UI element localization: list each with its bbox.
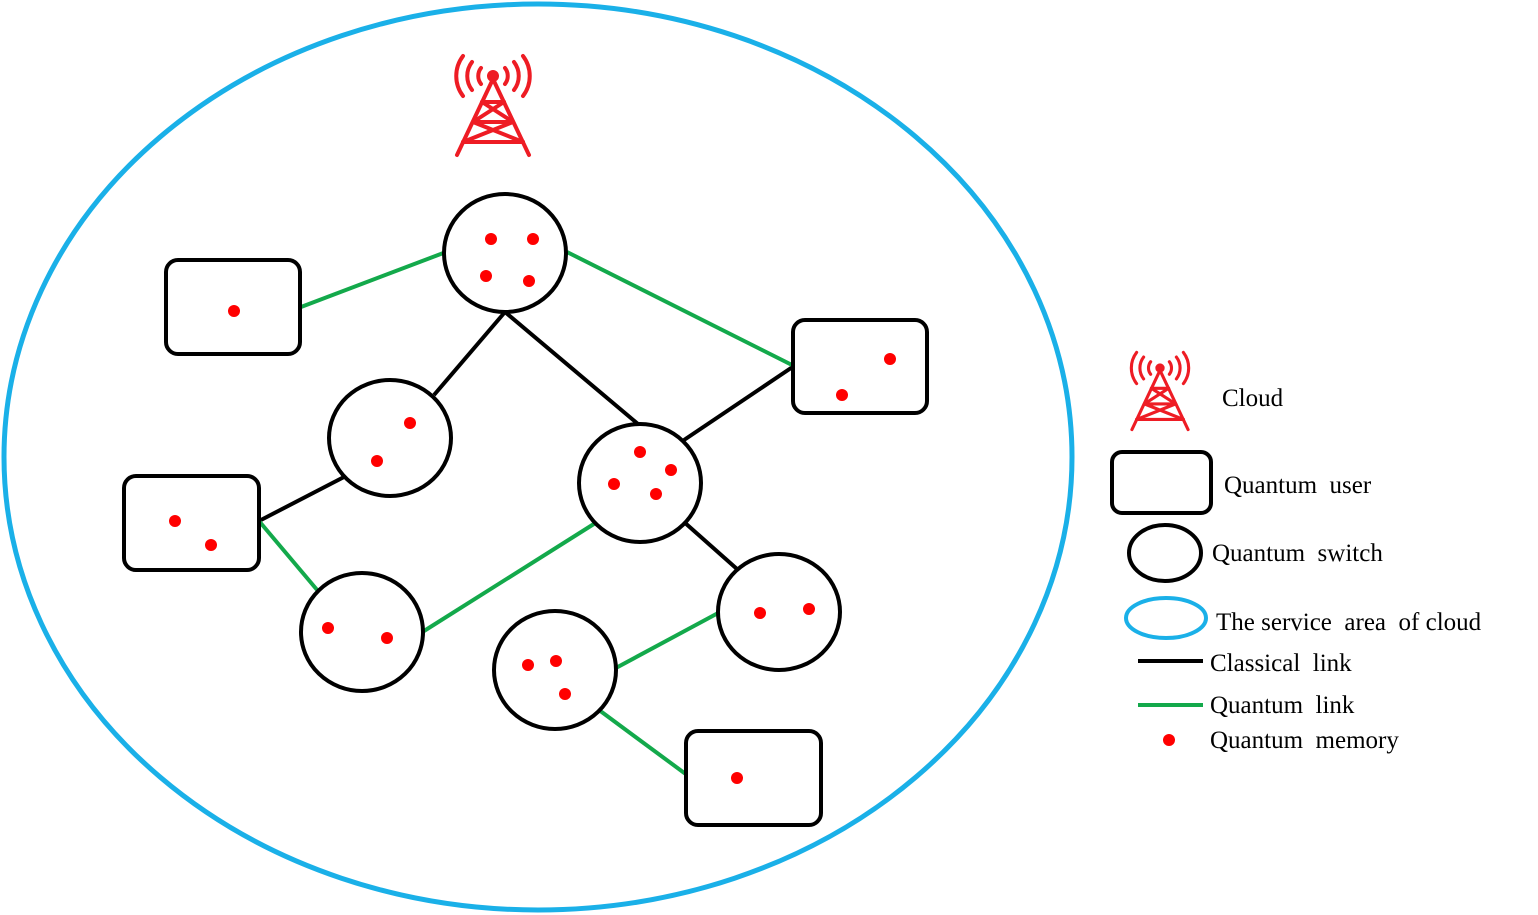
legend-quantum-memory-label: Quantum memory: [1210, 727, 1399, 754]
quantum-link: [613, 610, 721, 671]
classical-link: [258, 475, 345, 523]
quantum-memory-dot: [608, 478, 620, 490]
quantum-switch-node: [327, 378, 453, 498]
quantum-memory-dot: [754, 607, 766, 619]
quantum-memory-dot: [381, 632, 393, 644]
quantum-user-node: [122, 474, 261, 572]
quantum-memory-dot: [523, 275, 535, 287]
classical-link: [682, 364, 796, 442]
quantum-switch-node: [492, 609, 618, 731]
legend-cloud-icon: [1129, 350, 1191, 432]
quantum-memory-dot: [559, 688, 571, 700]
quantum-switch-node: [299, 571, 425, 693]
quantum-links: [257, 250, 795, 777]
quantum-memory-dot: [665, 464, 677, 476]
classical-links: [258, 310, 796, 571]
legend-quantum-memory-icon: [1163, 734, 1175, 746]
legend-quantum-switch-icon: [1127, 523, 1203, 583]
quantum-memory-dot: [480, 270, 492, 282]
classical-link: [503, 310, 640, 426]
quantum-switches: [299, 192, 842, 731]
quantum-switch-node: [577, 422, 703, 544]
legend-quantum-switch-label: Quantum switch: [1212, 540, 1383, 567]
quantum-link: [300, 250, 447, 309]
quantum-memory-dot: [650, 488, 662, 500]
legend-quantum-user-icon: [1110, 450, 1213, 515]
legend-quantum-user-label: Quantum user: [1224, 472, 1372, 499]
quantum-memory-dot: [228, 305, 240, 317]
quantum-memory-dot: [322, 622, 334, 634]
classical-link: [682, 520, 739, 571]
quantum-memory-dot: [884, 353, 896, 365]
quantum-link: [566, 250, 795, 368]
quantum-memory-dot: [731, 772, 743, 784]
quantum-memory-dot: [634, 446, 646, 458]
quantum-memory-dot: [836, 389, 848, 401]
legend-quantum-link-label: Quantum link: [1210, 692, 1355, 719]
quantum-memory-dot: [527, 233, 539, 245]
quantum-switch-node: [716, 552, 842, 672]
legend-service-area-label: The service area of cloud: [1216, 609, 1482, 636]
quantum-user-node: [791, 318, 929, 415]
quantum-memory-dot: [803, 603, 815, 615]
cloud-tower-icon: [454, 54, 532, 157]
legend-classical-link-label: Classical link: [1210, 650, 1352, 677]
quantum-memory-dot: [205, 539, 217, 551]
quantum-memory-dot: [485, 233, 497, 245]
classical-link: [432, 310, 507, 397]
quantum-memory-dot: [522, 659, 534, 671]
legend: Cloud Quantum user Quantum switch The se…: [1110, 350, 1482, 754]
quantum-memory-dot: [404, 417, 416, 429]
quantum-memories: [169, 233, 896, 784]
quantum-link: [597, 708, 689, 777]
cloud-service-area: [1, 1, 1075, 913]
quantum-memory-dot: [371, 455, 383, 467]
legend-service-area-icon: [1124, 596, 1208, 640]
quantum-memory-dot: [550, 655, 562, 667]
quantum-link: [257, 519, 320, 593]
quantum-user-node: [684, 729, 823, 827]
quantum-link: [422, 520, 599, 633]
quantum-memory-dot: [169, 515, 181, 527]
quantum-switch-node: [442, 192, 568, 314]
quantum-users: [122, 258, 929, 827]
legend-cloud-label: Cloud: [1222, 385, 1284, 412]
